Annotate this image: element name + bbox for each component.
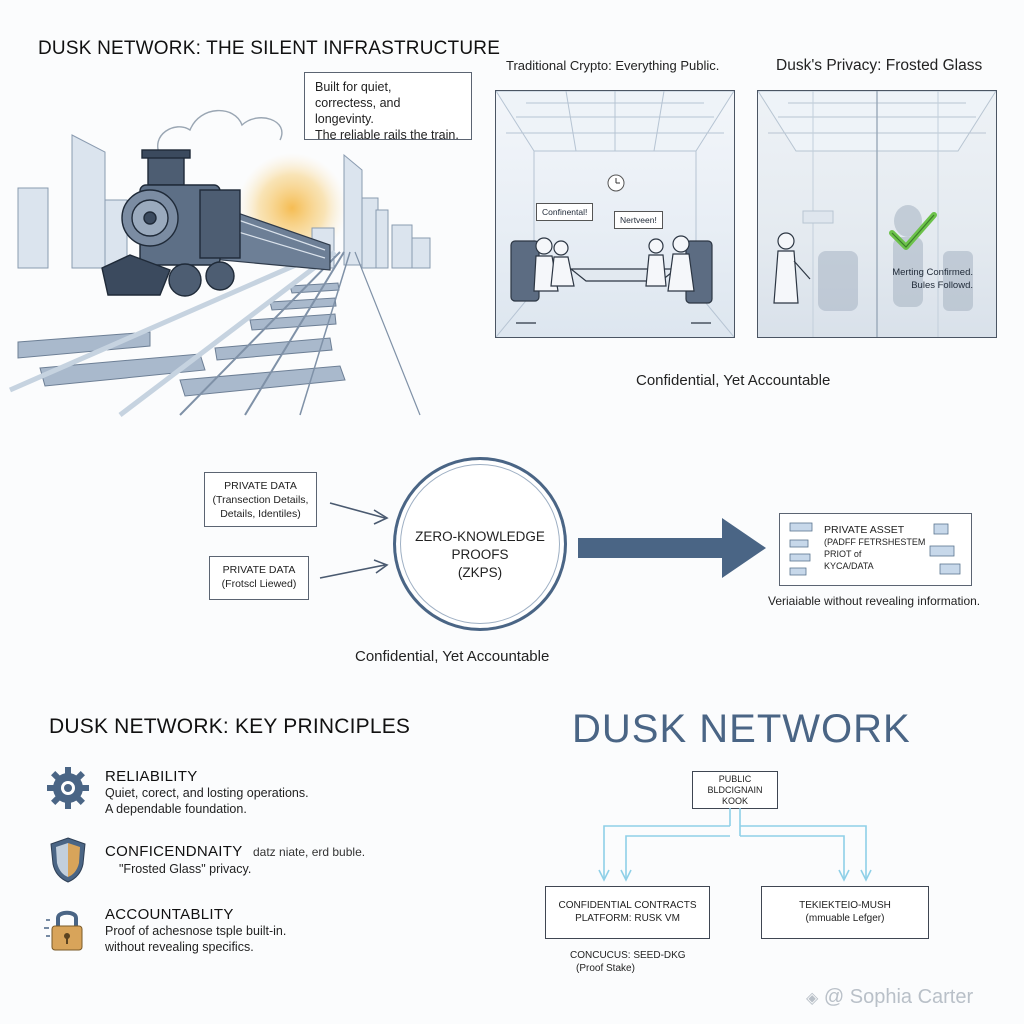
net-line: KOOK [721, 796, 748, 806]
box-line: Details, Identiles) [220, 508, 301, 520]
confidential-contracts-box: CONFIDENTIAL CONTRACTS PLATFORM: RUSK VM [545, 886, 710, 939]
railway-tracks [8, 247, 421, 417]
box-title: PRIVATE DATA [224, 480, 297, 492]
net-line: TEKIEKTEIO-MUSH [799, 900, 891, 911]
asset-title: PRIVATE ASSET [824, 524, 905, 536]
verified-line: Merting Confirmed. [892, 267, 973, 278]
meeting-people [510, 235, 713, 324]
private-data-box-1: PRIVATE DATA (Transection Details, Detai… [204, 472, 317, 527]
verified-line: Bules Followd. [911, 280, 973, 291]
principle-line: "Frosted Glass" privacy. [119, 862, 252, 876]
tagline-line: The reliable rails the train. [315, 128, 459, 142]
private-asset-box: PRIVATE ASSET (PADFF FETRSHESTEM PRIOT o… [779, 513, 972, 586]
net-line: BLDCIGNAIN [707, 785, 763, 795]
principle-title: CONFICENDNAITY [105, 843, 243, 860]
output-arrow [578, 518, 766, 578]
zkp-caption: Confidential, Yet Accountable [355, 648, 550, 665]
principle-extra: datz niate, erd buble. [253, 845, 366, 859]
net-line: PUBLIC [718, 774, 752, 784]
ledger-box: TEKIEKTEIO-MUSH (mmuable Lefger) [761, 886, 929, 939]
blurred-figures [818, 205, 973, 311]
shield-icon [50, 837, 86, 883]
lock-icon [44, 910, 83, 951]
train-illustration [8, 109, 431, 417]
principle-confidentiality: CONFICENDNAITY datz niate, erd buble. "F… [105, 843, 365, 877]
data-blocks-icon [929, 523, 961, 575]
smoke-cloud [157, 109, 283, 156]
locomotive [101, 149, 241, 297]
box-line: (Transection Details, [212, 494, 309, 506]
asset-line: PRIOT of [824, 549, 862, 559]
principle-reliability: RELIABILITY Quiet, corect, and losting o… [105, 768, 309, 817]
traditional-label: Traditional Crypto: Everything Public. [506, 58, 720, 73]
asset-line: (PADFF FETRSHESTEM [824, 537, 926, 547]
dusk-privacy-label: Dusk's Privacy: Frosted Glass [776, 57, 983, 74]
zkp-flow-arrows [319, 502, 766, 579]
principle-line: without revealing specifics. [105, 940, 254, 954]
speech-bubble: Nertveen! [614, 211, 663, 229]
privacy-caption: Confidential, Yet Accountable [636, 372, 831, 389]
verified-note: Merting Confirmed. Bules Followd. [873, 266, 973, 292]
watermark: ◈ @ Sophia Carter [806, 986, 973, 1009]
output-caption: Veriaiable without revealing information… [768, 594, 981, 608]
private-data-box-2: PRIVATE DATA (Frotscl Liewed) [209, 556, 309, 600]
tagline-line: correctess, and longevinty. [315, 96, 401, 126]
zkp-circle: ZERO-KNOWLEDGE PROOFS (ZKPS) [393, 457, 567, 631]
principle-title: ACCOUNTABLITY [105, 906, 234, 923]
frosted-glass-room: Merting Confirmed. Bules Followd. [757, 90, 997, 338]
net-line: (mmuable Lefger) [805, 913, 885, 924]
tagline-line: Built for quiet, [315, 80, 392, 94]
observer-person [773, 232, 811, 304]
speech-bubble: Confinental! [536, 203, 594, 221]
asset-line: KYCA/DATA [824, 561, 874, 571]
input-arrow-2 [319, 564, 386, 579]
zkp-line: ZERO-KNOWLEDGE [415, 529, 545, 544]
principle-line: Quiet, corect, and losting operations. [105, 786, 309, 800]
watermark-text: @ Sophia Carter [823, 986, 974, 1008]
principle-title: RELIABILITY [105, 768, 198, 785]
principle-line: A dependable foundation. [105, 802, 247, 816]
net-line: PLATFORM: RUSK VM [575, 913, 680, 924]
consensus-label: CONCUCUS: SEED-DKG (Proof Stake) [570, 949, 686, 975]
net-line: CONFIDENTIAL CONTRACTS [558, 900, 697, 911]
public-meeting-room: Confinental! Nertveen! [495, 90, 735, 338]
principle-line: Proof of achesnose tsple built-in. [105, 924, 287, 938]
tagline-note: Built for quiet, correctess, and longevi… [304, 72, 472, 142]
watermark-icon: ◈ [806, 990, 819, 1007]
gear-icon [47, 767, 89, 809]
box-line: (Frotscl Liewed) [221, 578, 297, 590]
net-line: (Proof Stake) [576, 963, 635, 974]
principle-accountability: ACCOUNTABLITY Proof of achesnose tsple b… [105, 906, 286, 955]
network-connectors [598, 808, 872, 882]
public-blockchain-box: PUBLIC BLDCIGNAIN KOOK [692, 771, 778, 809]
document-icon [789, 522, 813, 576]
zkp-line: (ZKPS) [457, 565, 503, 580]
net-line: CONCUCUS: SEED-DKG [570, 950, 686, 961]
dusk-network-logo: DUSK NETWORK [572, 707, 911, 751]
input-arrow-1 [329, 502, 386, 519]
zkp-line: PROOFS [451, 547, 509, 562]
principles-title: DUSK NETWORK: KEY PRINCIPLES [49, 715, 411, 738]
checkmark-icon [889, 212, 937, 250]
page-title: DUSK NETWORK: THE SILENT INFRASTRUCTURE [38, 38, 501, 59]
box-title: PRIVATE DATA [222, 564, 296, 576]
